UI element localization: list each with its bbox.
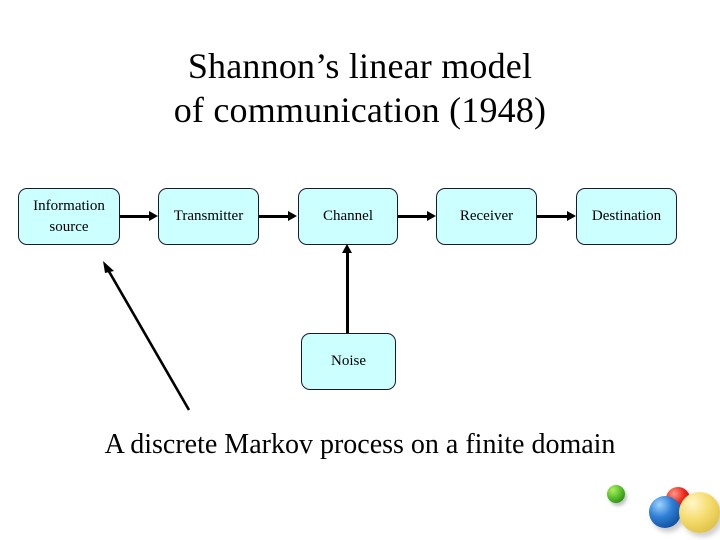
- node-receiver[interactable]: Receiver: [436, 188, 537, 245]
- node-information-source-label: Information source: [29, 196, 109, 238]
- yellow-sphere-icon: [679, 492, 720, 533]
- node-transmitter[interactable]: Transmitter: [158, 188, 259, 245]
- slide-caption: A discrete Markov process on a finite do…: [104, 429, 616, 460]
- node-information-source-label-line-2: source: [49, 218, 89, 235]
- node-channel[interactable]: Channel: [298, 188, 398, 245]
- connector-source-to-transmitter: [120, 215, 150, 218]
- arrowhead-receiver-to-destination-icon: [567, 211, 576, 221]
- node-noise-label: Noise: [331, 353, 366, 369]
- arrowhead-channel-to-receiver-icon: [427, 211, 436, 221]
- arrowhead-source-to-transmitter-icon: [149, 211, 158, 221]
- page-title: Shannon’s linear model of communication …: [0, 44, 720, 132]
- arrowhead-noise-to-channel-icon: [341, 244, 352, 253]
- node-information-source-label-line-1: Information: [33, 197, 105, 214]
- node-receiver-label: Receiver: [459, 208, 514, 224]
- page-title-line-1: Shannon’s linear model: [187, 46, 533, 86]
- node-noise[interactable]: Noise: [301, 333, 396, 390]
- green-sphere-icon: [607, 485, 625, 503]
- node-destination-label: Destination: [591, 208, 662, 224]
- connector-transmitter-to-channel: [259, 215, 289, 218]
- feedback-line: [105, 267, 191, 411]
- node-transmitter-label: Transmitter: [173, 208, 244, 224]
- connector-receiver-to-destination: [537, 215, 568, 218]
- page-title-line-2: of communication (1948): [173, 90, 547, 130]
- node-channel-label: Channel: [323, 208, 373, 224]
- connector-channel-to-receiver: [398, 215, 428, 218]
- node-destination[interactable]: Destination: [576, 188, 677, 245]
- node-information-source[interactable]: Information source: [18, 188, 120, 245]
- connector-noise-to-channel: [346, 252, 349, 333]
- arrowhead-transmitter-to-channel-icon: [288, 211, 297, 221]
- blue-sphere-icon: [649, 496, 681, 528]
- arrowhead-feedback-icon: [103, 261, 114, 273]
- connector-feedback-diagonal: [103, 261, 191, 411]
